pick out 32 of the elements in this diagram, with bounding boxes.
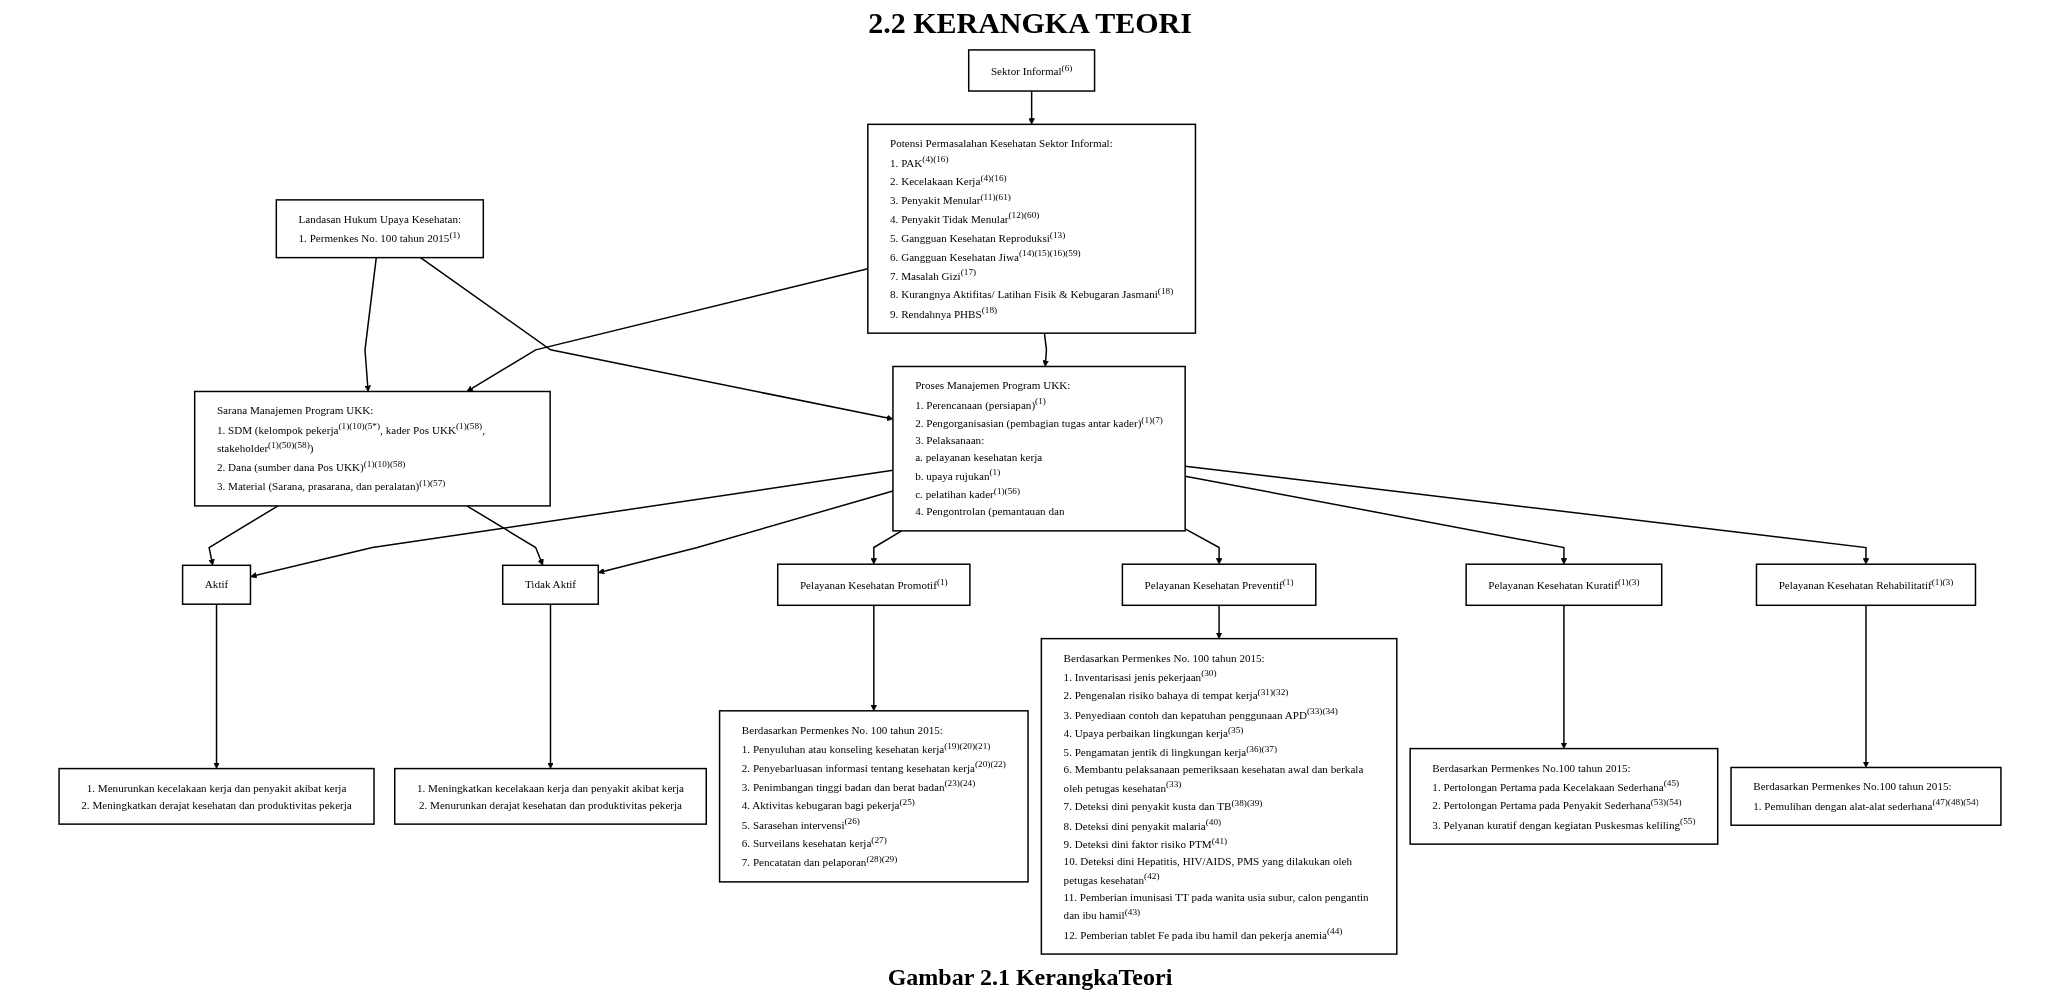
text-box: Berdasarkan Permenkes No.100 tahun 2015: 1. Pertolongan Pertama pada Kecelakaan Sederhana$^{(45)}$ 2. Pertolongan Pertama pada Penyakit Sederhana$^{(53)(54)}$ 3. Pelyanan kuratif dengan kegiatan Puskesmas keliling$^{(55)}$ — [1409, 747, 1719, 845]
text-box: Tidak Aktif — [502, 564, 599, 605]
text-box: Berdasarkan Permenkes No.100 tahun 2015: 1. Pemulihan dengan alat-alat sederhana$^{(47)(48)(54)}$ — [1730, 766, 2002, 826]
text-box: Pelayanan Kesehatan Kuratif$^{(1)(3)}$ — [1465, 563, 1663, 607]
arrow — [870, 530, 903, 565]
text-box: Potensi Permasalahan Kesehatan Sektor Informal: 1. PAK$^{(4)(16)}$ 2. Kecelakaan Kerja$^{(4)(16)}$ 3. Penyakit Menular$^{(11)(61)}$ 4. Penyakit Tidak Menular$^{(12)(60)}$ 5. Gangguan Kesehatan Reproduksi$^{(13)}$ 6. Gangguan Kesehatan Jiwa$^{(14)(15)(16)(59)}$ 7. Masalah Gizi$^{(17)}$ 8. Kurangnya Aktifitas/ Latihan Fisik & Kebugaran Jasmani$^{(18)}$ 9. Rendahnya PHBS$^{(18)}$ — [867, 123, 1197, 334]
figure-caption: Gambar 2.1 KerangkaTeori — [887, 964, 1173, 991]
arrow — [213, 603, 220, 769]
text-box: Aktif — [181, 564, 252, 605]
text-box: 1. Meningkatkan kecelakaan kerja dan penyakit akibat kerja 2. Menurunkan derajat kesehatan dan produktivitas pekerja — [394, 767, 707, 825]
arrow — [1215, 604, 1223, 639]
arrow — [466, 505, 544, 566]
arrow — [1862, 604, 1870, 768]
text-box: Sektor Informal$^{(6)}$ — [967, 49, 1096, 92]
text-box: Berdasarkan Permenkes No. 100 tahun 2015: 1. Penyuluhan atau konseling kesehatan kerja$^{(19)(20)(21)}$ 2. Penyebarluasan informasi tentang kesehatan kerja$^{(20)(22)}$ 3. Penimbangan tinggi badan dan berat badan$^{(23)(24)}$ 4. Aktivitas kebugaran bagi pekerja$^{(25)}$ 5. Sarasehan intervensi$^{(26)}$ 6. Surveilans kesehatan kerja$^{(27)}$ 7. Pencatatan dan pelaporan$^{(28)(29)}$ — [718, 710, 1029, 883]
text-box: Berdasarkan Permenkes No. 100 tahun 2015: 1. Inventarisasi jenis pekerjaan$^{(30)}$ 2. Pengenalan risiko bahaya di tempat kerja$^{(31)(32)}$ 3. Penyediaan contoh dan kepatuhan penggunaan APD$^{(33)(34)}$ 4. Upaya perbaikan lingkungan kerja$^{(35)}$ 5. Pengamatan jentik di lingkungan kerja$^{(36)(37)}$ 6. Membantu pelaksanaan pemeriksaan kesehatan awal dan berkala oleh petugas kesehatan$^{(33)}$ 7. Deteksi dini penyakit kusta dan TB$^{(38)(39)}$ 8. Deteksi dini penyakit malaria$^{(40)}$ 9. Deteksi dini faktor risiko PTM$^{(41)}$ 10. Deteksi dini Hepatitis, HIV/AIDS, PMS yang dilakukan oleh petugas kesehatan$^{(42)}$ 11. Pemberian imunisasi TT pada wanita usia subur, calon pengantin dan ibu hamil$^{(43)}$ 12. Pemberian tablet Fe pada ibu hamil dan pekerja anemia$^{(44)}$ — [1040, 637, 1398, 955]
arrow — [1042, 332, 1049, 367]
arrow — [547, 603, 554, 769]
arrow — [1184, 528, 1223, 565]
arrow — [208, 505, 279, 566]
diagram-title: 2.2 KERANGKA TEORI — [868, 6, 1192, 40]
arrow — [870, 604, 878, 712]
arrow — [1028, 90, 1035, 125]
text-box: Landasan Hukum Upaya Kesehatan: 1. Permenkes No. 100 tahun 2015$^{(1)}$ — [275, 199, 485, 259]
text-box: 1. Menurunkan kecelakaan kerja dan penyakit akibat kerja 2. Meningkatkan derajat kesehatan dan produktivitas pekerja — [58, 767, 375, 825]
text-box: Proses Manajemen Program UKK: 1. Perencanaan (persiapan)$^{(1)}$ 2. Pengorganisasian (pembagian tugas antar kader)$^{(1)(7)}$ 3. Pelaksanaan: a. pelayanan kesehatan kerja b. upaya rujukan$^{(1)}$ c. pelatihan kader$^{(1)(56)}$ 4. Pengontrolan (pemantauan dan — [892, 365, 1186, 532]
text-box: Sarana Manajemen Program UKK: 1. SDM (kelompok pekerja$^{(1)(10)(5*)}$, kader Pos UKK$^{(1)(58)}$, stakeholder$^{(1)(50)(58)}$) 2. Dana (sumber dana Pos UKK)$^{(1)(10)(58)}$ 3. Material (Sarana, prasarana, dan peralatan)$^{(1)(57)}$ — [193, 390, 551, 507]
text-box: Pelayanan Kesehatan Rehabilitatif$^{(1)(3)}$ — [1755, 563, 1977, 607]
arrow — [364, 256, 377, 392]
text-box: Pelayanan Kesehatan Promotif$^{(1)}$ — [777, 563, 971, 607]
arrow — [1560, 604, 1568, 749]
text-box: Pelayanan Kesehatan Preventif$^{(1)}$ — [1121, 563, 1317, 607]
